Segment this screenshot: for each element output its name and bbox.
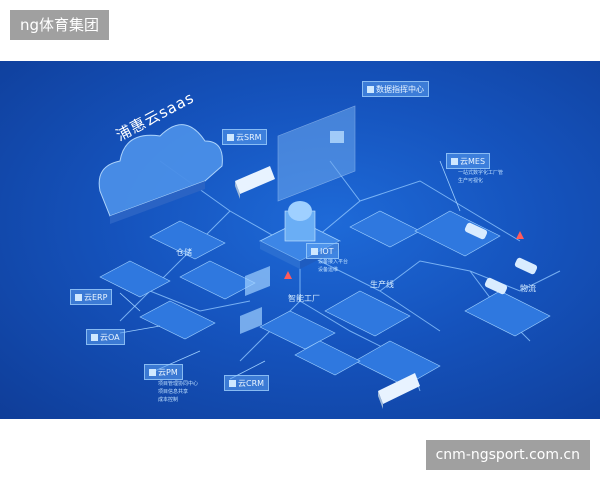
logistics-platform [465, 291, 550, 336]
production-platform [325, 291, 410, 336]
truck-icon [235, 166, 275, 199]
mes-subtitle-1: 一站式数字化工厂管 [458, 170, 503, 177]
mes-icon [451, 158, 458, 165]
platform-illustration: 浦惠云saas 云SRM 数据指挥中心 云MES 一站式数字化工厂管 生产可视化… [0, 61, 600, 419]
oa-icon [91, 334, 98, 341]
erp-tag: 云ERP [70, 289, 112, 305]
iot-subtitle-1: 设备接入平台 [318, 259, 348, 266]
cloud-icon [99, 125, 222, 224]
iot-tag: IOT [306, 243, 339, 259]
mes-tag: 云MES [446, 153, 490, 169]
srm-icon [227, 134, 234, 141]
crm-icon [229, 380, 236, 387]
oa-tag: 云OA [86, 329, 125, 345]
smart-factory-label: 智能工厂 [288, 293, 320, 304]
mes-platform [415, 211, 500, 256]
warehouse-platform [355, 341, 440, 386]
iot-subtitle-2: 设备运维 [318, 267, 338, 274]
network-scene [0, 61, 600, 419]
datacenter-building-icon [285, 201, 315, 241]
iot-icon [311, 248, 318, 255]
mes-subtitle-2: 生产可视化 [458, 178, 483, 185]
car-icon-3 [514, 257, 538, 275]
alert-icon-2 [284, 271, 292, 279]
monitor-icon [245, 266, 270, 296]
srm-tag: 云SRM [222, 129, 267, 145]
pm-subtitle-2: 项目信息共享 [158, 389, 188, 396]
workshop-platform [180, 261, 255, 299]
dashboard-panel-icon [278, 106, 355, 201]
erp-icon [75, 294, 82, 301]
monitor-icon-2 [240, 307, 262, 334]
car-icon-2 [484, 277, 508, 295]
logistics-label: 物流 [520, 283, 536, 294]
crm-tag: 云CRM [224, 375, 269, 391]
alert-icon [516, 231, 524, 239]
pm-icon [149, 369, 156, 376]
brand-badge: ng体育集团 [10, 10, 109, 40]
pm-tag: 云PM [144, 364, 183, 380]
data-center-icon [367, 86, 374, 93]
lab-platform [140, 301, 215, 339]
pm-subtitle-3: 成本控制 [158, 397, 178, 404]
data-command-center-tag: 数据指挥中心 [362, 81, 429, 97]
site-url-badge: cnm-ngsport.com.cn [426, 440, 590, 470]
server-platform [350, 211, 420, 247]
production-label: 生产线 [370, 279, 394, 290]
storage-label: 仓储 [176, 247, 192, 258]
pm-subtitle-1: 项目管理协同中心 [158, 381, 198, 388]
